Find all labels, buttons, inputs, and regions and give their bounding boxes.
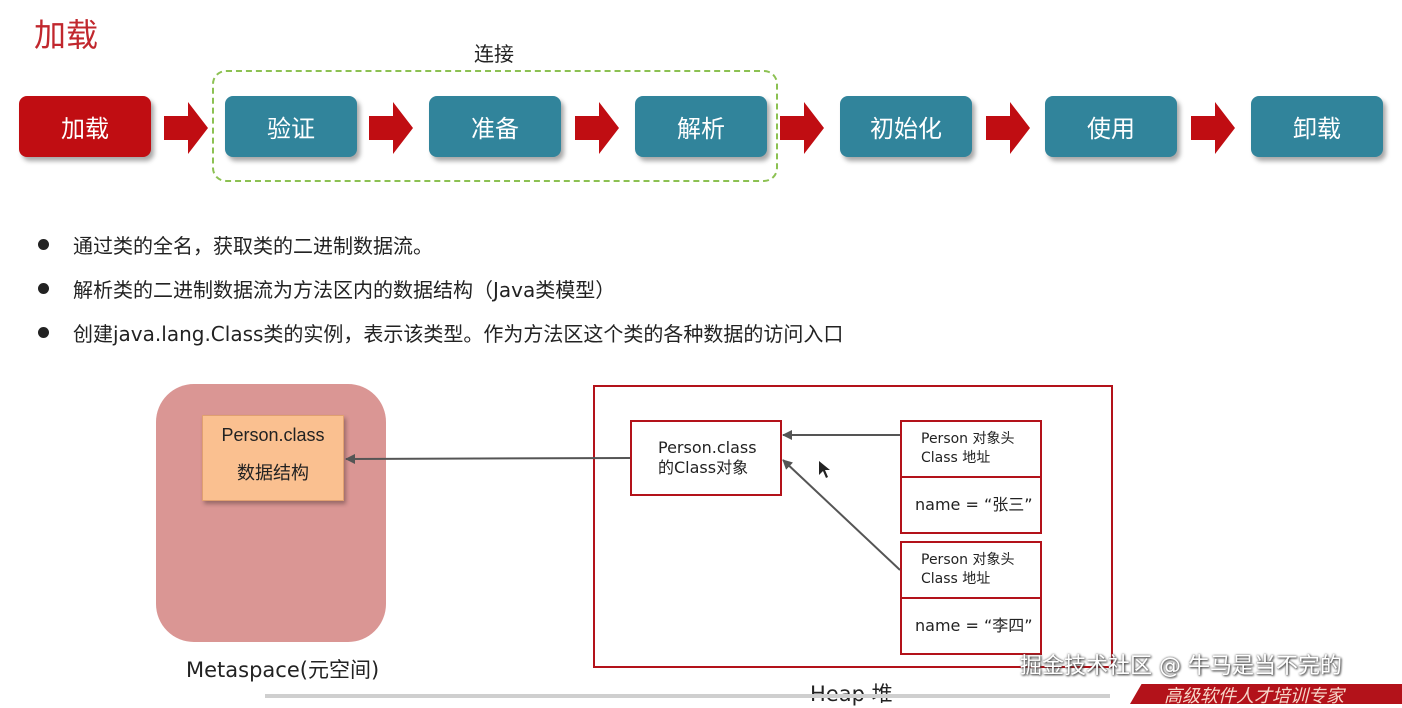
arrow-icon	[369, 102, 413, 154]
object-field-2: name = “李四”	[900, 597, 1042, 655]
class-object-line1: Person.class	[658, 438, 757, 457]
list-item: 通过类的全名，获取类的二进制数据流。	[36, 222, 843, 266]
step-unload: 卸载	[1251, 96, 1383, 157]
footer-banner: 高级软件人才培训专家	[1130, 684, 1402, 704]
class-object-to-metaspace-arrow	[345, 453, 631, 464]
page-title: 加载	[34, 16, 99, 54]
bullet-dot-icon	[38, 238, 49, 250]
link-group-label: 连接	[474, 42, 514, 66]
object-header-title: Person 对象头	[921, 552, 1015, 568]
arrow-icon	[575, 102, 619, 154]
bullet-text: 通过类的全名，获取类的二进制数据流。	[73, 233, 433, 258]
bullet-list: 通过类的全名，获取类的二进制数据流。 解析类的二进制数据流为方法区内的数据结构（…	[36, 222, 843, 354]
class-object-box: Person.class 的Class对象	[630, 420, 782, 496]
watermark: 掘金技术社区 @ 牛马是当不完的	[1020, 654, 1342, 679]
step-load: 加载	[19, 96, 151, 157]
object-header-class-address: Class 地址	[921, 571, 991, 587]
arrow-icon	[986, 102, 1030, 154]
bullet-text: 解析类的二进制数据流为方法区内的数据结构（Java类模型）	[73, 277, 616, 302]
list-item: 解析类的二进制数据流为方法区内的数据结构（Java类模型）	[36, 266, 843, 310]
step-use: 使用	[1045, 96, 1177, 157]
object-header-class-address: Class 地址	[921, 450, 991, 466]
object-header-title: Person 对象头	[921, 431, 1015, 447]
metaspace-label: Metaspace(元空间)	[186, 658, 380, 682]
banner-text: 高级软件人才培训专家	[1164, 686, 1345, 704]
arrow-icon	[164, 102, 208, 154]
mouse-cursor-icon	[819, 461, 830, 478]
heap-area	[593, 385, 1113, 668]
step-initialize: 初始化	[840, 96, 972, 157]
arrow-icon	[780, 102, 824, 154]
class-object-line2: 的Class对象	[658, 458, 749, 477]
step-verify: 验证	[225, 96, 357, 157]
bullet-dot-icon	[38, 282, 49, 294]
bullet-dot-icon	[38, 326, 49, 338]
bullet-text: 创建java.lang.Class类的实例，表示该类型。作为方法区这个类的各种数…	[73, 321, 844, 346]
list-item: 创建java.lang.Class类的实例，表示该类型。作为方法区这个类的各种数…	[36, 310, 843, 354]
object2-to-class-arrow	[782, 459, 901, 571]
arrow-icon	[1191, 102, 1235, 154]
class-data-structure: Person.class 数据结构	[202, 415, 344, 501]
class-data-name: Person.class	[221, 425, 325, 445]
object-field-1: name = “张三”	[900, 476, 1042, 534]
class-data-desc: 数据结构	[237, 463, 309, 483]
link-group-box	[212, 70, 778, 182]
footer-divider	[265, 694, 1110, 698]
step-prepare: 准备	[429, 96, 561, 157]
step-resolve: 解析	[635, 96, 767, 157]
